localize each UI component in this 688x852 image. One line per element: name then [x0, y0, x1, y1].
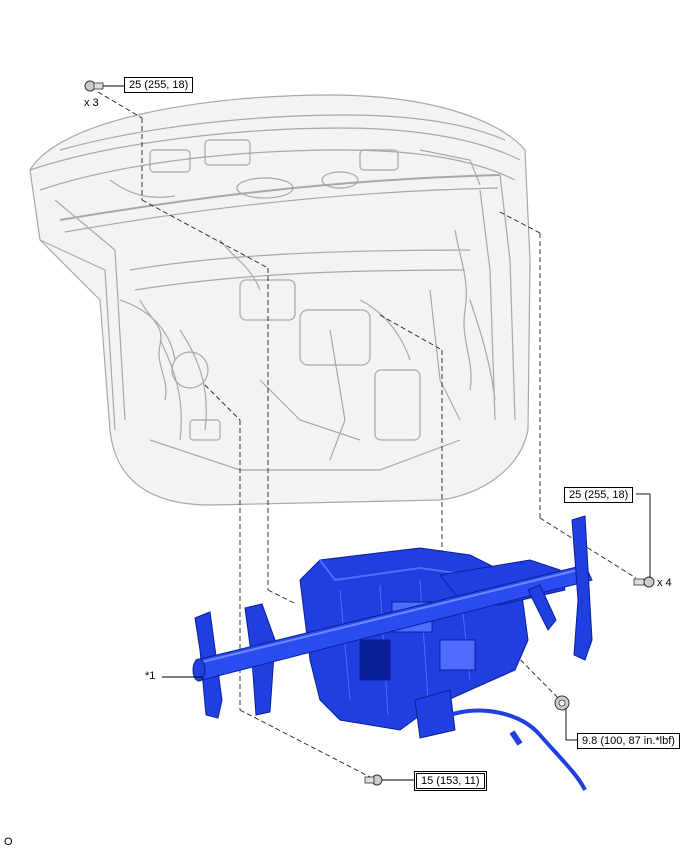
torque-label-right: 25 (255, 18) — [564, 487, 634, 503]
nut-icon — [554, 695, 570, 711]
bolt-icon — [633, 576, 655, 588]
bolt-icon — [364, 774, 383, 786]
instrument-panel-reinforcement-assembly — [192, 515, 593, 791]
corner-mark: O — [4, 836, 13, 848]
quantity-label-right: x 4 — [657, 577, 672, 589]
quantity-label-top: x 3 — [84, 97, 99, 109]
torque-label-nut: 9.8 (100, 87 in.*lbf) — [577, 733, 680, 749]
torque-label-bottom: 15 (153, 11) — [414, 771, 487, 791]
part-reference-label: *1 — [145, 670, 156, 682]
torque-label-top: 25 (255, 18) — [124, 77, 194, 93]
callout-lines — [103, 85, 651, 781]
vehicle-body-illustration — [29, 94, 531, 506]
bolt-icon — [84, 80, 104, 92]
